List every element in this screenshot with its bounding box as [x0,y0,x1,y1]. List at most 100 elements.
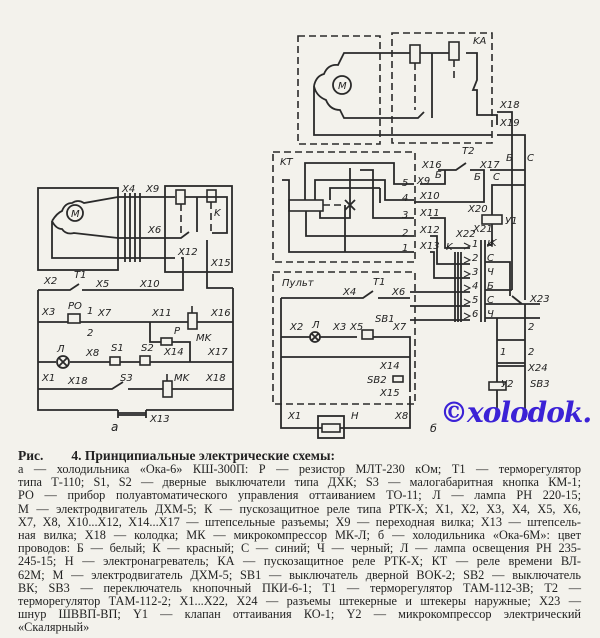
caption-line: ная вилка; Х18 — колодка; МК — микрокомп… [18,527,581,542]
po-device [67,313,81,324]
label-x8-b: X8 [394,411,408,422]
label-h: H [351,411,359,422]
label-s1: S1 [111,343,124,354]
connector-pin-label: 6 [472,309,478,320]
label-x17-b: X17 [479,160,500,171]
figure-title-text: 4. Принципиальные электрические схемы: [71,448,336,463]
label-x3-b: X3 [332,322,346,333]
wire-color-label: K [487,239,495,250]
watermark-logo: ©xolodok. [440,396,592,429]
valve-y1 [481,214,503,225]
label-x3: X3 [41,307,55,318]
connector-pin-label: 2 [472,253,478,264]
lamp-icon-b [309,331,321,343]
pult-box [272,271,416,405]
label-sb2: SB2 [367,375,387,386]
label-x17: X17 [207,347,228,358]
label-x7-b: X7 [392,322,407,333]
ka-relay-1 [409,44,421,64]
motor-label-b: M [338,81,347,92]
label-y1: У1 [505,216,517,227]
relay-k [206,189,217,203]
label-x4: X4 [121,184,135,195]
label-wire-c2: C [527,153,534,164]
label-x21: X21 [472,224,493,235]
label-p: P [174,326,181,337]
figure-prefix: Рис. [18,448,44,463]
figure-title: Рис. 4. Принципиальные электрические схем… [18,448,581,463]
label-x6: X6 [147,225,161,236]
label-wire-b2: Б [474,172,481,183]
label-2: 2 [87,328,93,339]
motor-icon [66,204,84,222]
motor-label: M [71,209,80,220]
motor-icon-b [332,75,352,95]
label-x15: X15 [210,258,231,269]
label-x18-b: X18 [499,100,520,111]
ka-box [391,32,493,144]
label-pin-4: 4 [402,193,408,204]
compressor-y2 [488,381,507,391]
label-x9: X9 [145,184,159,195]
label-pin-2: 2 [402,228,408,239]
label-pult: Пульт [282,278,315,289]
heater-box [317,415,345,439]
caption-line: Х7, Х8, Х10...Х12, Х14...Х17 — штепсельн… [18,514,581,529]
lamp-icon [56,355,70,369]
label-x11-b: X11 [419,208,440,219]
caption-line: РО — прибор полуавтоматического управлен… [18,488,581,503]
label-x18-left: X18 [67,376,88,387]
schematics: M X4 X9 K X6 X12 X15 X2 T1 X5 X10 X3 PO … [37,32,550,439]
label-x1-b: X1 [287,411,301,422]
caption-line: типа Т-110; S1, S2 — дверные выключатели… [18,475,581,490]
caption-line: 62М; М — электродвигатель ДХМ-5; SB1 — в… [18,567,581,582]
label-x11: X11 [151,308,172,319]
label-po: PO [68,301,82,312]
label-x16: X16 [210,308,231,319]
label-s2: S2 [141,343,154,354]
wire-color-label: Ч [487,309,494,320]
figure-caption: Рис. 4. Принципиальные электрические схем… [18,448,581,634]
label-x7: X7 [97,308,112,319]
connector-arrow [463,284,472,292]
label-x19-b: X19 [499,118,520,129]
label-x14: X14 [163,347,184,358]
sublabel-b: б [430,422,437,435]
label-pin-5: 5 [402,178,408,189]
label-sb1: SB1 [375,314,395,325]
label-x24-pin-2: 2 [528,347,534,358]
switch-s1 [109,356,121,366]
caption-line: 245-15; Н — электронагреватель; КА — пус… [18,554,581,569]
caption-line: М — электродвигатель ДХМ-5; К — пускозащ… [18,501,581,516]
label-x16-b: X16 [421,160,442,171]
label-x5-b: X5 [349,322,363,333]
label-t1-b: T1 [373,277,385,288]
mk-relay-2 [162,380,173,398]
label-1: 1 [87,306,93,317]
label-lamp-b: Л [311,320,320,331]
wire-color-label: C [487,253,494,264]
switch-s2 [139,355,151,366]
label-pin-1: 1 [402,243,408,254]
connector-arrow [463,256,472,264]
connector-pin-label: 5 [472,295,478,306]
label-k: K [214,208,222,219]
caption-line: а — холодильника «Ока-6» КШ-300П: Р — ре… [18,462,581,476]
label-x6-b: X6 [391,287,405,298]
label-kt: KT [280,157,294,168]
connector-arrow [463,298,472,306]
label-x5: X5 [95,279,109,290]
connector-pin-label: 3 [472,267,478,278]
heater-h [321,423,341,433]
label-x9-b: X9 [416,176,430,187]
sublabel-a: а [111,420,118,434]
kt-block [288,199,324,212]
label-x2-b: X2 [289,322,303,333]
wire-color-label: Ч [487,267,494,278]
diagram-b: M KA X18 X19 KT 5 4 3 2 1 X9 X10 X11 X12… [272,32,550,439]
relay-box [164,185,233,273]
connector-arrow [463,242,472,250]
label-x13: X13 [149,414,170,425]
caption-line: «Скалярный» [18,620,90,635]
label-x20: X20 [467,204,488,215]
